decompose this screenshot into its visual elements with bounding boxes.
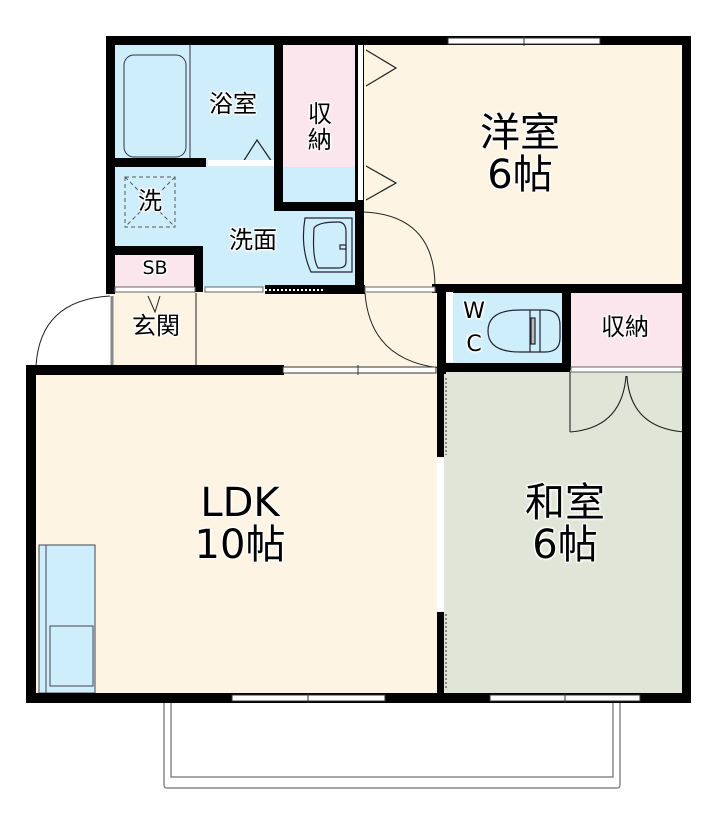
- windows: [114, 36, 683, 703]
- laundry-label: 洗: [138, 187, 162, 215]
- japanese-room: [444, 368, 685, 693]
- hallway: [112, 290, 442, 368]
- storage-top-label: 収納: [303, 101, 332, 153]
- ldk-size: 10帖: [194, 522, 286, 568]
- closet-door-icon: [365, 49, 398, 87]
- western-door-swing: [362, 211, 436, 288]
- washing-machine-pan-icon: [124, 176, 176, 228]
- shoe-box: [112, 253, 198, 288]
- toilet-icon: [487, 309, 561, 353]
- bath-label: 浴室: [209, 90, 257, 118]
- western-room: [355, 42, 685, 290]
- hall-door-swing: [364, 292, 441, 369]
- bathtub-icon: [123, 54, 187, 158]
- wc-label-c: C: [466, 332, 482, 357]
- western-room-label: 洋室 6帖: [440, 112, 600, 196]
- ldk-name: LDK: [200, 480, 280, 526]
- entrance-door-swing: [35, 295, 111, 367]
- washroom-label: 洗面: [229, 226, 277, 254]
- western-room-size: 6帖: [487, 152, 553, 198]
- japanese-room-size: 6帖: [532, 522, 598, 568]
- entrance-label: 玄関: [132, 312, 180, 340]
- storage-right-label: 収納: [601, 313, 649, 341]
- western-room-name: 洋室: [480, 110, 560, 156]
- bath-door-icon: [242, 138, 273, 163]
- japanese-room-label: 和室 6帖: [485, 482, 645, 566]
- kitchen-counter: [38, 544, 96, 694]
- washbasin-icon: [302, 217, 353, 273]
- wc-label-w: W: [463, 299, 485, 324]
- shoe-box-label: SB: [142, 257, 168, 279]
- ldk-label: LDK 10帖: [150, 482, 330, 566]
- balcony: [163, 700, 621, 789]
- storage-right: [567, 290, 685, 368]
- closet-door-icon: [365, 165, 398, 201]
- japanese-closet-doors: [569, 372, 686, 433]
- ldk-room: [32, 368, 444, 693]
- japanese-room-name: 和室: [525, 480, 605, 526]
